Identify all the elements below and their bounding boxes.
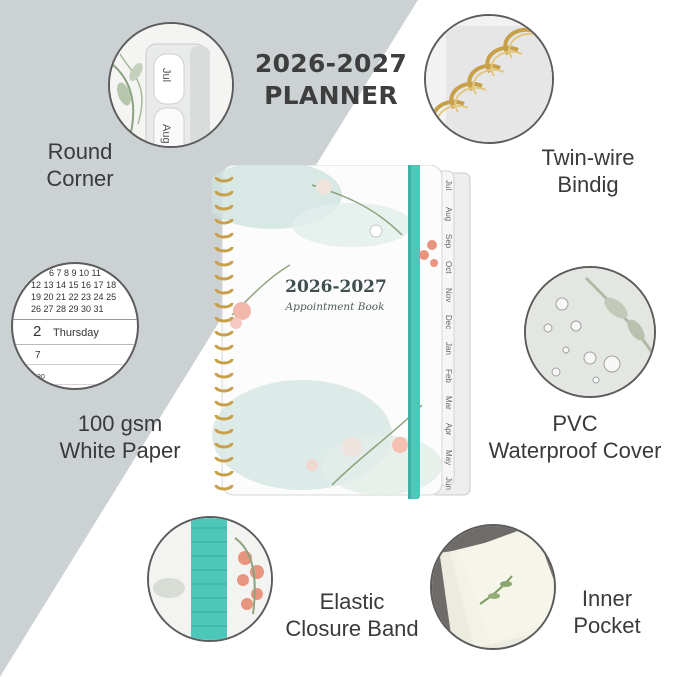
paper-label: 100 gsm White Paper [59, 411, 181, 463]
cover-tab-aug: Aug [444, 207, 453, 222]
cover-tab-apr: Apr [444, 423, 453, 436]
cover-tab-jun: Jun [444, 477, 453, 490]
day-name: Thursday [53, 327, 99, 339]
cover-tab-may: May [444, 450, 453, 466]
cover-tab-nov: Nov [444, 288, 453, 303]
page-title: 2026-2027 PLANNER [254, 49, 408, 110]
calendar-row: 12 13 14 15 16 17 18 [31, 280, 117, 290]
cover-tab-jul: Jul [444, 180, 453, 191]
cover-tab-mar: Mar [444, 396, 453, 410]
pocket-label: Inner Pocket [573, 586, 641, 638]
twin-wire-label: Twin-wire Bindig [541, 145, 635, 197]
elastic-label: Elastic Closure Band [285, 589, 419, 641]
cover-subtitle: Appointment Book [285, 301, 385, 313]
cover-tab-oct: Oct [444, 261, 453, 274]
paper-circle: 6 7 8 9 10 11 12 13 14 15 16 17 18 19 20… [11, 262, 139, 390]
round-corner-circle: Jul Aug [108, 22, 234, 148]
day-30: 30 [37, 374, 45, 381]
cover-tab-dec: Dec [444, 315, 453, 330]
elastic-circle [147, 516, 273, 642]
cover-tab-feb: Feb [444, 369, 453, 383]
divider [13, 364, 137, 365]
elastic-band-illustration [149, 518, 271, 640]
twin-wire-illustration [426, 16, 552, 142]
calendar-row: 6 7 8 9 10 11 [49, 268, 101, 278]
tab-aug: Aug [160, 124, 172, 144]
calendar-row: 19 20 21 22 23 24 25 [31, 292, 117, 302]
day-number: 2 [33, 323, 42, 340]
planner-product [212, 165, 471, 499]
cover-title: 2026-2027 [285, 277, 387, 297]
pocket-illustration [432, 526, 554, 648]
round-corner-label: Round Corner [46, 139, 114, 191]
day-7: 7 [35, 350, 41, 361]
twin-wire-circle [424, 14, 554, 144]
cover-tab-sep: Sep [444, 234, 453, 249]
pvc-circle [524, 266, 656, 398]
divider [13, 384, 137, 385]
round-corner-illustration [110, 24, 232, 146]
tab-jul: Jul [160, 68, 172, 83]
cover-tab-jan: Jan [444, 342, 453, 355]
pvc-label: PVC Waterproof Cover [488, 411, 662, 463]
calendar-row: 26 27 28 29 30 31 [31, 304, 104, 314]
water-drops-illustration [526, 268, 654, 396]
divider [13, 344, 137, 345]
divider [13, 319, 137, 320]
pocket-circle [430, 524, 556, 650]
